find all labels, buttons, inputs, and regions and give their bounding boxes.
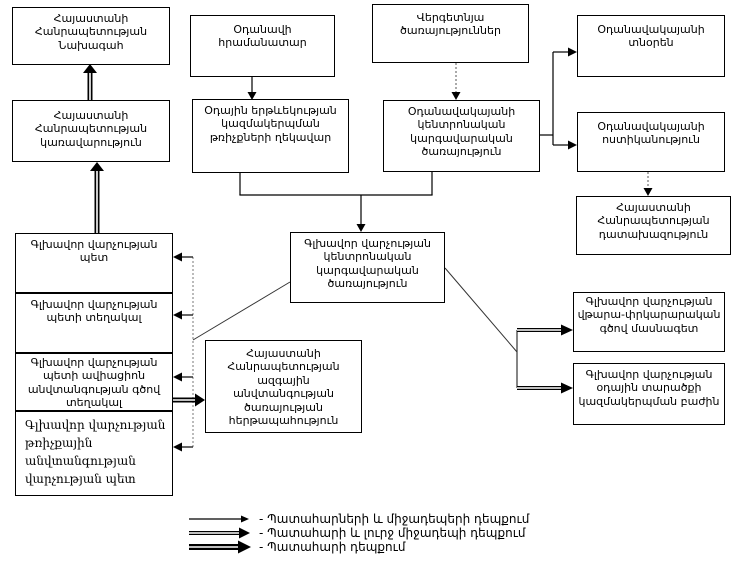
arrow-deputy-to-nss [173,393,205,407]
node-airport-director: Օդանավակայանի տնօրեն [577,15,725,77]
node-dept-deputy-aviation-security: Գլխավոր վարչության պետի ավիացիոն անվտանգ… [15,353,173,411]
arrow-commander-to-atchead [247,77,257,100]
legend-item-accident: - Պատահարի դեպքում [188,540,405,554]
node-prosecutor: Հայաստանի Հանրապետության դատախազություն [576,196,731,255]
arrow-bus-to-deputy-aviation-security [173,372,193,382]
connector-right-junction [516,324,573,394]
double-arrow-icon [189,527,250,539]
node-rescue-specialist: Գլխավոր վարչության վթարա-փրկարարական գծո… [573,292,725,352]
node-dept-deputy: Գլխավոր վարչության պետի տեղակալ [15,293,173,353]
thin-arrow-icon [189,515,249,523]
node-nss-duty: Հայաստանի Հանրապետության ազգային անվտանգ… [205,340,362,433]
arrow-government-to-president [83,64,97,100]
node-ground-services: Վերգետնյա ծառայություններ [372,4,529,63]
diagonal-central-to-left-bus [192,281,291,341]
legend-item-incidents: - Պատահարների և միջադեպերի դեպքում [188,512,529,526]
arrow-police-to-prosecutor [643,172,653,196]
diagonal-central-to-right-junction [444,267,518,353]
arrow-bus-to-dept-deputy [173,310,193,320]
node-aircraft-commander: Օդանավի հրամանատար [190,15,335,77]
node-airspace-division: Գլխավոր վարչության օդային տարածքի կազմակ… [573,363,725,425]
arrow-bus-to-flight-safety-head [173,442,193,452]
legend-label: - Պատահարի դեպքում [259,540,406,554]
node-flight-safety-dept-head: Գլխավոր վարչության թռիչքային անվտանգությ… [15,411,173,496]
legend-label: - Պատահարի և լուրջ միջադեպի դեպքում [259,526,526,540]
legend-item-serious-incident: - Պատահարի և լուրջ միջադեպի դեպքում [188,526,526,540]
node-airport-central-dispatch: Օդանավակայանի կենտրոնական կարգավարական ծ… [383,100,540,172]
legend-label: - Պատահարների և միջադեպերի դեպքում [259,512,530,526]
arrow-depthead-to-government [90,162,104,233]
node-atc-flights-head: Օդային երթևեկության կազմակերպման թռիչքնե… [192,99,349,173]
node-government: Հայաստանի Հանրապետության կառավարություն [12,100,170,162]
node-main-dept-central-dispatch: Գլխավոր վարչության կենտրոնական կարգավարա… [290,232,445,303]
node-dept-head: Գլխավոր վարչության պետ [15,233,173,293]
arrow-bus-to-dept-head [173,252,193,262]
node-airport-police: Օդանավակայանի ոստիկանություն [577,112,725,172]
connector-dispatch-to-director-police [540,47,577,150]
arrow-groundservices-to-dispatch [451,63,461,100]
connector-to-central-dispatch [239,172,433,232]
node-president: Հայաստանի Հանրապետության Նախագահ [12,7,170,65]
thick-arrow-icon [189,540,251,554]
